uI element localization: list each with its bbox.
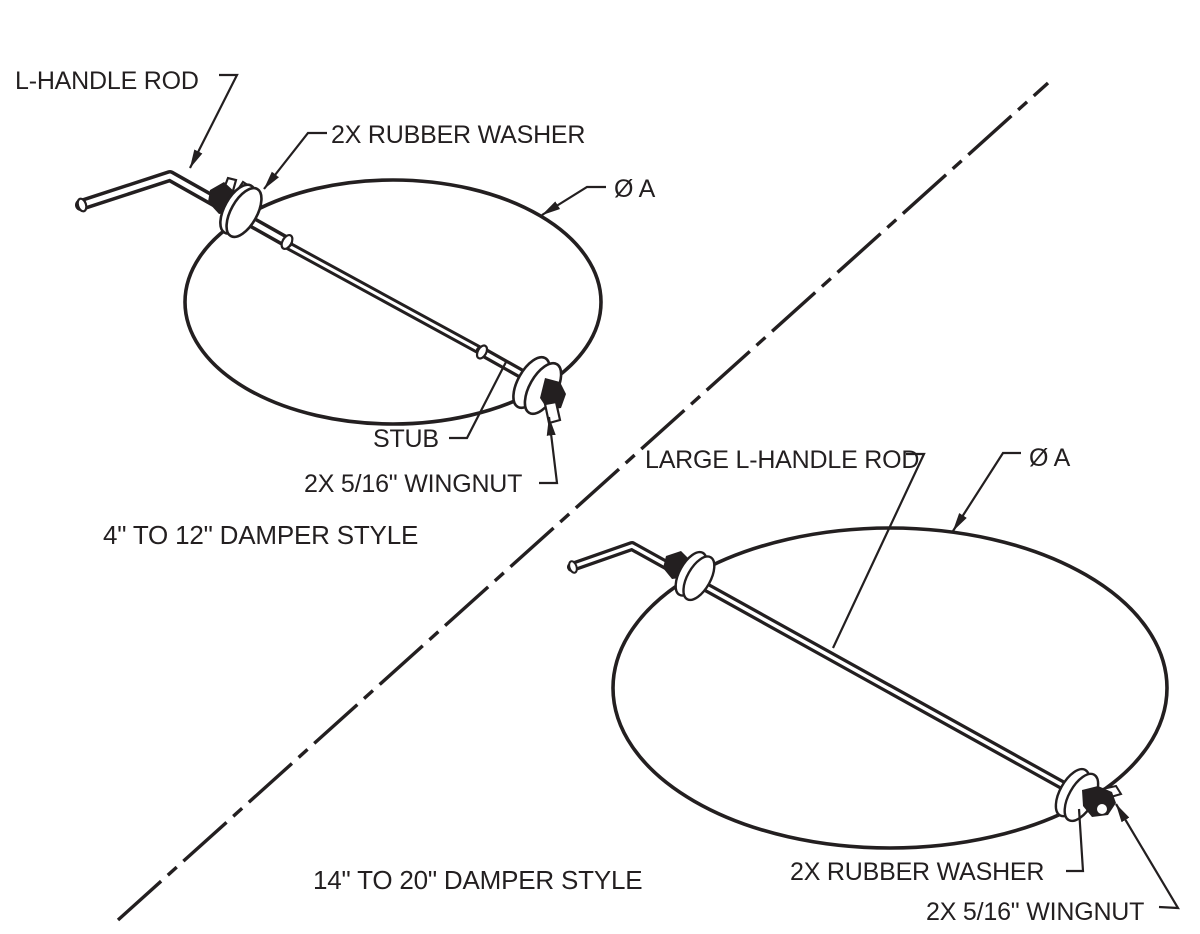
label-diameter-top: Ø A [614,175,656,203]
caption-bottom-damper-style: 14" TO 20" DAMPER STYLE [313,865,642,895]
leader-wingnut-bottom [1115,803,1181,910]
leader-large-l-handle-rod [832,452,926,649]
rubber-washer [682,555,716,602]
bottom-l-handle-rod [567,541,1078,796]
top-lower-wingnut-washer [512,355,566,425]
leader-stub [449,361,507,440]
leader-l-handle-rod [189,73,239,169]
top-rod-thin-section [282,240,488,357]
top-tube-end-rim [280,234,294,250]
bottom-upper-wingnut-washer [663,550,716,602]
wingnut-body [540,378,566,410]
bottom-handle-end-rim [568,560,578,574]
label-wingnut-bottom: 2X 5/16" WINGNUT [926,898,1144,926]
top-upper-wingnut-washer [208,176,263,239]
leader-rubber-washer-bottom [1066,808,1085,873]
top-stub-joint-rim [475,344,489,360]
bottom-damper-diagram: LARGE L-HANDLE ROD Ø A 2X RUBBER WASHER … [313,444,1181,926]
caption-top-damper-style: 4" TO 12" DAMPER STYLE [103,520,418,550]
wingnut-hole [1097,804,1107,814]
rubber-washer [225,186,263,239]
leader-wingnut-top [539,416,559,485]
top-damper-diagram: L-HANDLE ROD 2X RUBBER WASHER Ø A STUB 2… [15,67,656,550]
leader-diameter-top [541,185,606,216]
label-large-l-handle-rod: LARGE L-HANDLE ROD [645,446,919,474]
label-wingnut-top: 2X 5/16" WINGNUT [304,470,522,498]
leader-diameter-bottom [952,451,1021,532]
wingnut-wing [543,400,562,425]
label-rubber-washer-bottom: 2X RUBBER WASHER [790,858,1044,886]
label-diameter-bottom: Ø A [1029,444,1071,472]
section-divider-centerline [116,81,1050,922]
wingnut-body [1082,786,1116,817]
label-stub: STUB [373,425,439,453]
label-l-handle-rod: L-HANDLE ROD [15,67,199,95]
label-rubber-washer-top: 2X RUBBER WASHER [331,121,585,149]
leader-rubber-washer-top [263,131,327,190]
top-handle-end-rim [76,197,88,213]
bottom-lower-wingnut-washer [1054,767,1123,823]
